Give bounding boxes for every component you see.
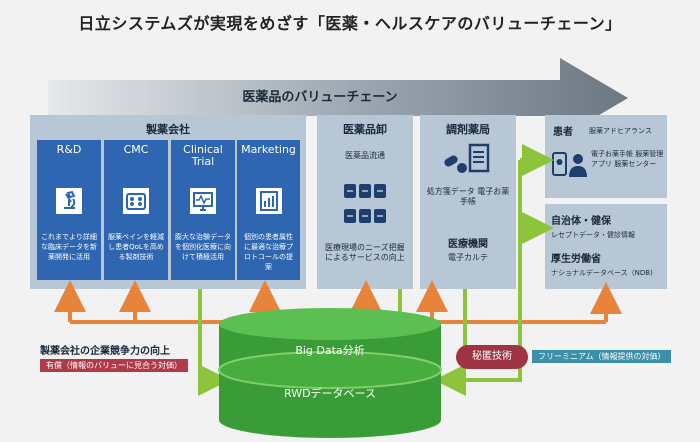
bigdata-label: Big Data分析 (295, 344, 365, 357)
patient-title: 患者 (553, 127, 573, 138)
wholesale-text: 医療現場のニーズ把握によるサービスの向上 (325, 243, 405, 262)
unit-title: R&D (56, 143, 82, 156)
unit-clinical-trial: Clinical Trial 膨大な治験データを個別化医療に向けて積極活用 (171, 140, 235, 280)
freemium-tag: フリーミニアム（情報提供の対価） (532, 350, 672, 363)
patient-heading-note: 服薬アドヒアランス (589, 127, 652, 135)
unit-cmc: CMC 服薬ペインを軽減し患者QoLを高める製剤技術 (104, 140, 168, 280)
pharmacy-title: 調剤薬局 (446, 123, 490, 136)
patient-text: 電子お薬手帳 服薬管理アプリ 服薬センター (591, 150, 664, 168)
government-panel: 自治体・健保 レセプトデータ・健診情報 厚生労働省 ナショナルデータベース（ND… (545, 204, 667, 289)
unit-rnd: R&D これまでより詳細な臨床データを新薬開発に活用 (37, 140, 101, 280)
patient-panel: 患者 服薬アドヒアランス 電子お薬手帳 服薬管理アプリ 服薬センター (545, 115, 667, 198)
secret-tech-badge: 秘匿技術 (456, 345, 528, 369)
pill-pack-icon (123, 188, 149, 214)
unit-title: Marketing (241, 143, 296, 156)
medical-institution-text: 電子カルテ (448, 253, 488, 262)
page-title: 日立システムズが実現をめざす「医薬・ヘルスケアのバリューチェーン」 (78, 14, 622, 33)
pharma-company-title: 製薬会社 (146, 123, 190, 136)
rwd-database-cylinder (218, 308, 442, 438)
rwd-database-label: RWDデータベース (284, 387, 376, 400)
municipality-text: レセプトデータ・健診情報 (551, 231, 635, 239)
competitiveness-caption: 製薬会社の企業競争力の向上 (40, 346, 170, 357)
unit-text: 個別の患者属性に最適な治療プロトコールの提案 (244, 233, 293, 271)
unit-text: 膨大な治験データを個別化医療に向けて積極活用 (175, 233, 231, 261)
boxes-icon (344, 184, 386, 223)
chart-board-icon (255, 188, 282, 214)
monitor-chart-icon (190, 188, 216, 214)
unit-text: 服薬ペインを軽減し患者QoLを高める製剤技術 (108, 233, 164, 261)
wholesale-subtitle: 医薬品流通 (345, 151, 385, 160)
medical-institution-title: 医療機関 (448, 239, 488, 250)
municipality-title: 自治体・健保 (551, 216, 611, 227)
wholesale-title: 医薬品卸 (343, 123, 387, 136)
mhlw-text: ナショナルデータベース（NDB) (551, 269, 653, 277)
microscope-icon (56, 188, 82, 214)
unit-title: CMC (123, 143, 149, 156)
value-chain-arrow (48, 58, 628, 138)
value-chain-label: 医薬品のバリューチェーン (242, 90, 398, 105)
mhlw-title: 厚生労働省 (551, 254, 601, 265)
unit-title: Clinical Trial (183, 143, 223, 168)
unit-text: これまでより詳細な臨床データを新薬開発に活用 (41, 233, 97, 261)
prescription-icon (444, 143, 490, 173)
pharmacy-text: 処方箋データ 電子お薬手帳 (426, 187, 510, 206)
wholesale-panel: 医薬品卸 医薬品流通 医療現場のニーズ把握によるサービスの向上 (317, 115, 413, 289)
paid-tag: 有償（情報のバリューに見合う対価） (40, 359, 188, 372)
unit-marketing: Marketing 個別の患者属性に最適な治療プロトコールの提案 (237, 140, 300, 280)
pharmacy-panel: 調剤薬局 処方箋データ 電子お薬手帳 医療機関 電子カルテ (420, 115, 516, 289)
